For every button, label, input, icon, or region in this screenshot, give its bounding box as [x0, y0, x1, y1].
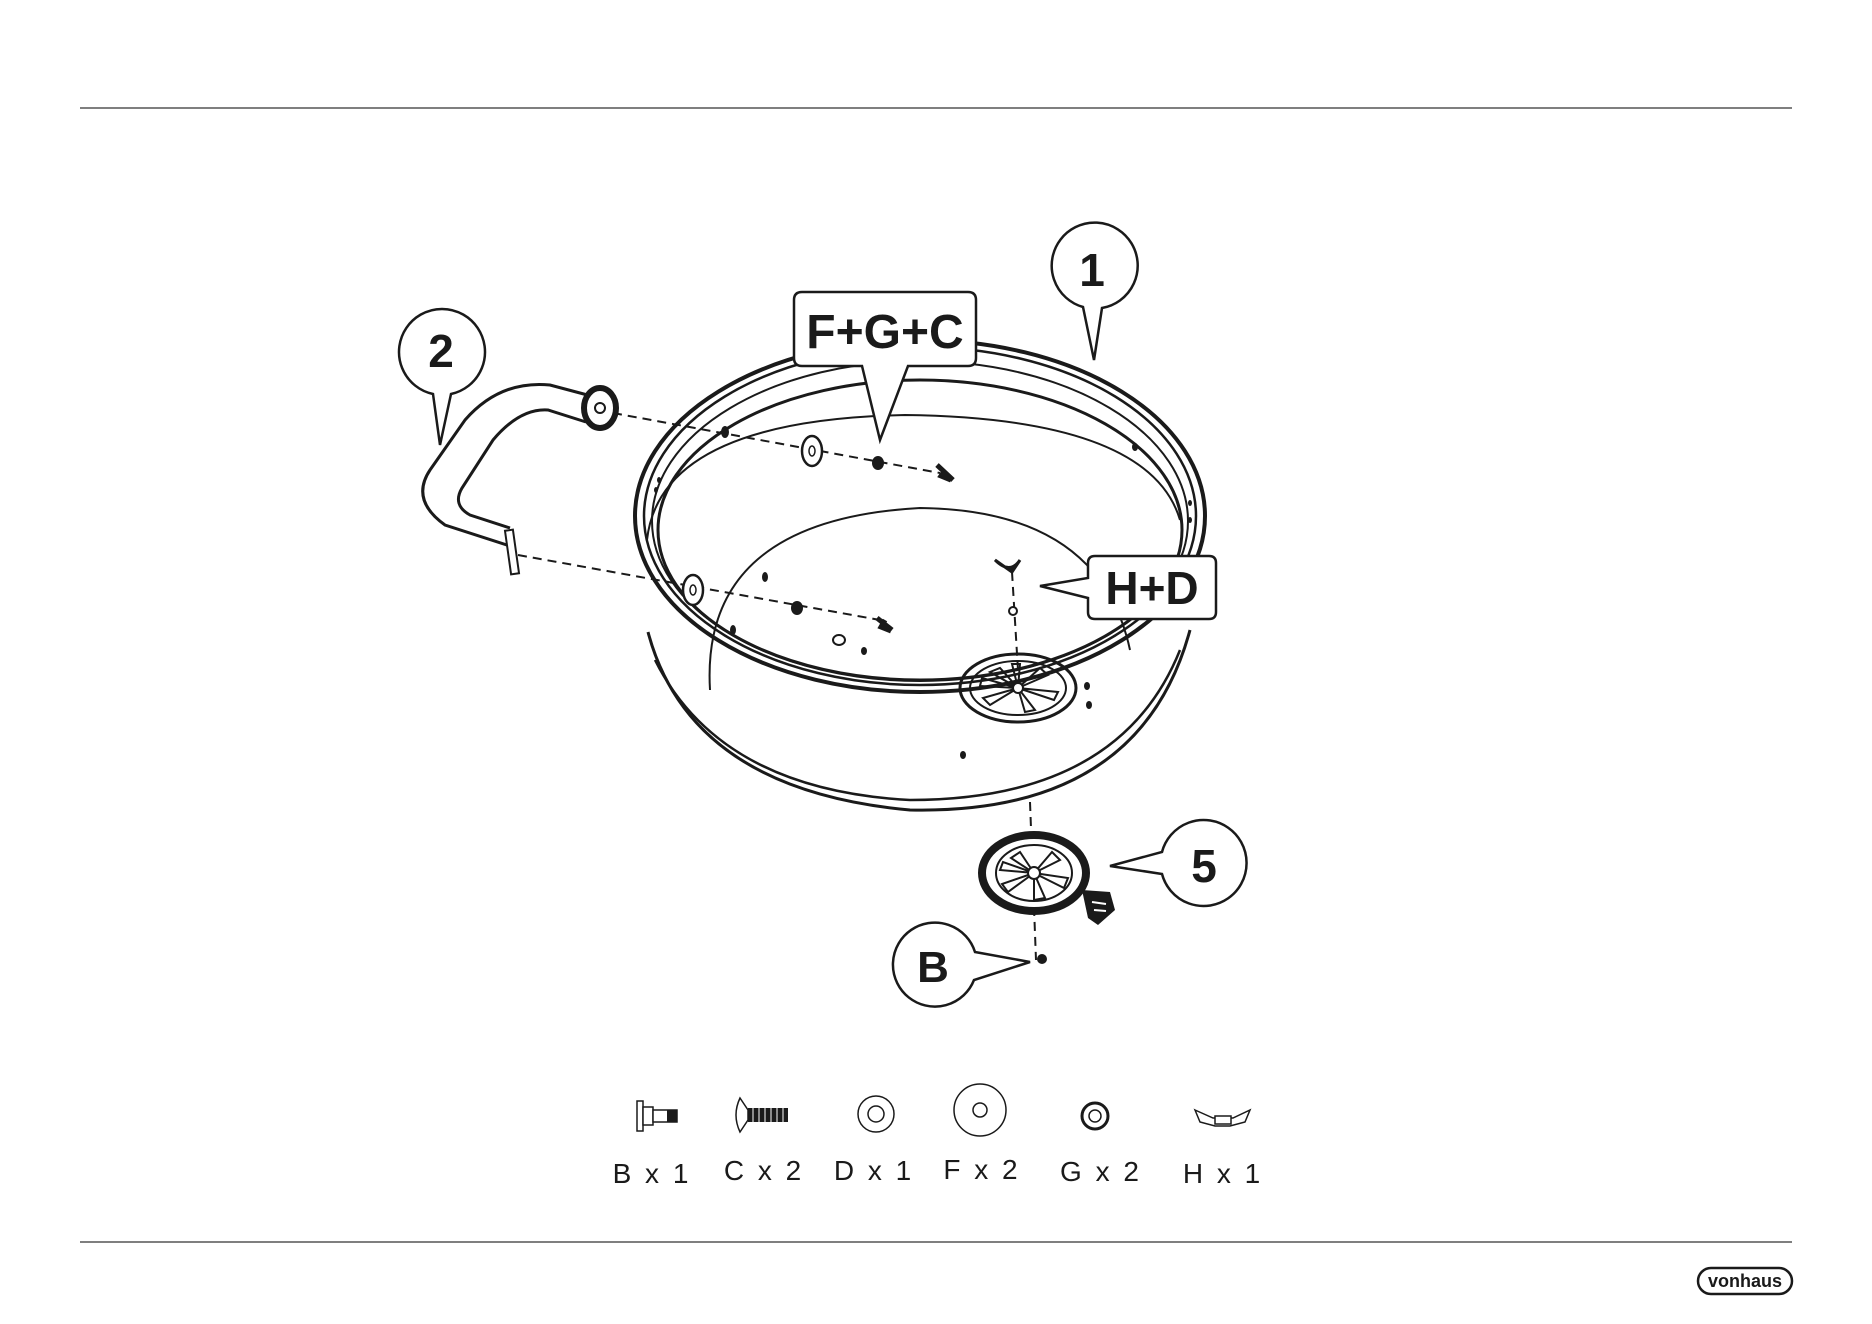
hardware-label-c: C x 2 [724, 1155, 804, 1186]
hardware-label-b: B x 1 [613, 1158, 692, 1189]
hardware-label-h: H x 1 [1183, 1158, 1263, 1189]
screw-icon [736, 1098, 788, 1132]
callout-b: B [893, 923, 1030, 1007]
flange-bolt-icon [637, 1101, 677, 1131]
spring-washer-icon [1082, 1103, 1108, 1129]
large-washer-icon [954, 1084, 1006, 1136]
callout-label-1: 1 [1079, 244, 1105, 296]
callout-fgc: F+G+C [794, 292, 976, 440]
callout-label-5: 5 [1191, 840, 1217, 892]
ash-vent [982, 835, 1115, 925]
brand-logo-text: vonhaus [1708, 1271, 1782, 1291]
callout-label-fgc: F+G+C [806, 306, 963, 359]
callout-label-2: 2 [428, 325, 454, 377]
hardware-label-d: D x 1 [834, 1155, 914, 1186]
callout-label-b: B [917, 943, 949, 992]
hardware-label-g: G x 2 [1060, 1156, 1142, 1187]
hardware-legend: B x 1 C x 2 D x 1 F x 2 G x 2 H x 1 [613, 1084, 1264, 1189]
brand-logo: vonhaus [1698, 1268, 1792, 1294]
handle [423, 384, 616, 574]
wing-nut-icon [1195, 1110, 1250, 1126]
callout-part-1: 1 [1052, 223, 1138, 360]
callout-part-5: 5 [1110, 820, 1247, 906]
small-washer-icon [858, 1096, 894, 1132]
assembly-lines [518, 413, 1036, 960]
callout-hd: H+D [1040, 556, 1216, 619]
callout-part-2: 2 [399, 309, 485, 445]
hardware-label-f: F x 2 [943, 1154, 1020, 1185]
callout-label-hd: H+D [1105, 562, 1198, 614]
